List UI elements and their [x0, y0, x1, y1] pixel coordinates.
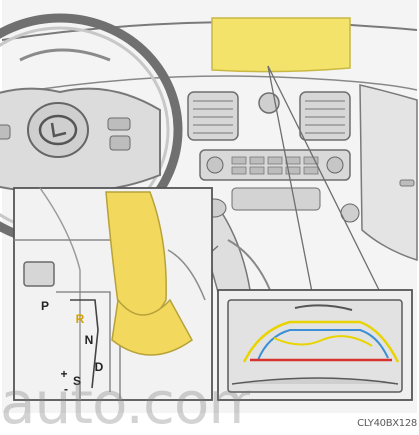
passenger-dash	[360, 85, 417, 260]
gear-label-p: P	[38, 300, 52, 312]
wheel-switch-right-lower	[110, 136, 130, 150]
figure-code-label: CLY40BX128	[357, 417, 417, 431]
shift-lock-button	[24, 262, 54, 286]
gear-label-n: N	[82, 334, 96, 346]
temp-knob-right	[327, 157, 343, 173]
wheel-switch-left	[0, 125, 10, 139]
center-display-highlight	[212, 18, 350, 72]
gear-label-r: R	[73, 313, 87, 325]
wheel-switch-right-upper	[108, 118, 130, 130]
shift-lever-inset	[14, 188, 212, 400]
steering-wheel-hub	[28, 103, 88, 157]
temp-knob-left	[207, 157, 223, 173]
lower-switch-panel	[232, 188, 320, 210]
glovebox-handle	[400, 180, 414, 186]
watermark-text: auto.com	[0, 372, 250, 434]
